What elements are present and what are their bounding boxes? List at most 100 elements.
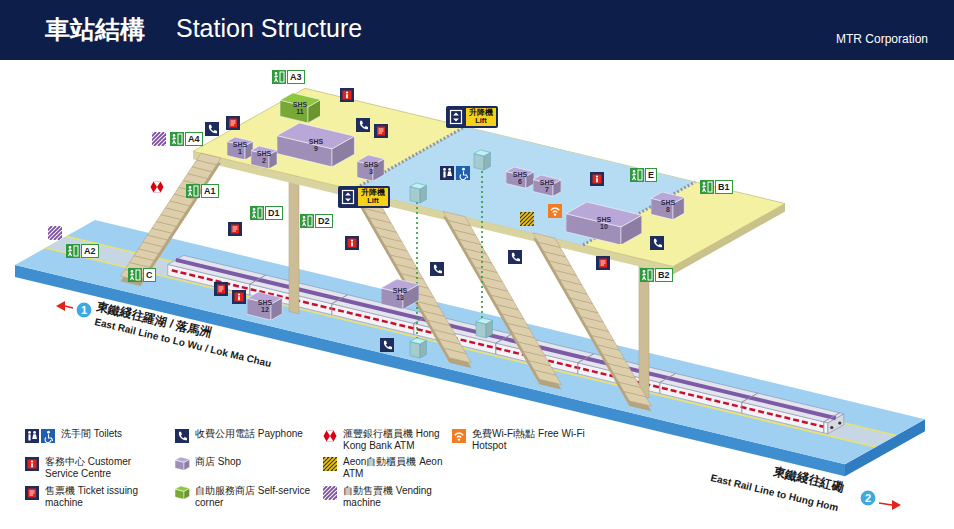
icon-part [74, 246, 78, 256]
icon-part [377, 127, 385, 136]
exit-letter: D2 [318, 215, 330, 227]
legend-item: 自助服務商店 Self-service corner [195, 485, 315, 508]
icon-part [229, 119, 237, 128]
legend-text: 售票機 Ticket issuing machine [45, 485, 165, 508]
phone-icon [508, 250, 522, 264]
icon-part [219, 287, 224, 291]
icon-part [275, 72, 278, 75]
icon-stripes [323, 457, 337, 471]
icon-part [448, 168, 451, 171]
icon-part [346, 92, 348, 94]
icon-part [384, 341, 392, 349]
shop-block: SHS 2 [251, 146, 277, 169]
icon-part [231, 121, 236, 125]
icon-part [596, 178, 598, 182]
escalator-step [439, 339, 461, 344]
shop-label: SHS 6 [513, 171, 527, 186]
csc-icon [345, 236, 359, 250]
icon-part [300, 214, 314, 228]
icon-part [150, 180, 164, 194]
lift-sign: 升降機 Lift [446, 106, 498, 128]
icon-part [31, 461, 33, 463]
icon-part [162, 132, 166, 146]
icon-part [351, 242, 353, 246]
escalator-step [396, 264, 418, 269]
icon-part [380, 338, 394, 352]
icon-part [250, 206, 264, 220]
ticket-icon [374, 124, 388, 138]
escalator-step [448, 221, 470, 226]
icon-stripes [48, 226, 62, 240]
icon-part [130, 273, 134, 280]
legend-swatch [175, 457, 190, 470]
vending-icon [34, 226, 88, 240]
icon-part [348, 239, 357, 248]
icon-part [28, 489, 36, 498]
escalator-step [613, 373, 635, 378]
train-car-joint [331, 304, 332, 315]
escalator-step [507, 323, 529, 328]
shop-front [280, 100, 308, 123]
escalator-step [581, 317, 603, 322]
icon-part [33, 431, 36, 434]
icon-part [233, 227, 238, 231]
icon-part [632, 173, 636, 180]
escalator-step [608, 364, 630, 369]
shop-block: SHS 12 [247, 292, 282, 320]
icon-part [226, 116, 240, 130]
icon-part [379, 129, 384, 133]
lift-shaft-line [481, 166, 483, 318]
shop-label: SHS 1 [233, 141, 247, 156]
station-drawing [15, 88, 925, 476]
train-car-joint [823, 422, 824, 433]
icon-part [151, 182, 164, 193]
escalator-step [165, 208, 185, 213]
phone-icon [430, 262, 444, 276]
train-roof [168, 255, 844, 422]
exit-tag: E [645, 168, 657, 182]
line-number-box: 1 [76, 302, 92, 318]
escalator-step [603, 354, 625, 359]
exit-icon [170, 132, 184, 146]
icon-part [554, 213, 556, 215]
shop-block: SHS 10 [566, 202, 642, 245]
exit-letter: A3 [290, 71, 302, 83]
icon-part [596, 176, 598, 178]
exit-icon [128, 268, 142, 282]
escalator-step [549, 261, 571, 266]
exit-tag: A3 [287, 70, 305, 84]
icon-part [49, 434, 53, 441]
icon-part [593, 175, 602, 184]
escalator-step [513, 333, 535, 338]
exit-tag: D1 [265, 206, 283, 220]
csc-icon [590, 172, 604, 186]
icon-part [58, 226, 62, 240]
exit-icon [250, 206, 264, 220]
shop-block: SHS 11 [280, 93, 321, 123]
train-car-joint [742, 393, 758, 402]
escalator-step [592, 336, 614, 341]
icon-part [443, 171, 445, 177]
icon-part [25, 429, 39, 443]
exit-icon [272, 70, 286, 84]
legend-text: 免費Wi-Fi熱點 Free Wi-Fi Hotspot [472, 428, 612, 451]
escalator-step [454, 230, 476, 235]
direction-arrow [56, 301, 65, 311]
direction-arrow [892, 500, 901, 510]
wifi-icon [452, 429, 466, 443]
shop-label: SHS 11 [293, 101, 307, 116]
exit-tag: C [143, 268, 156, 282]
escalator-step [134, 256, 154, 261]
escalator-step [624, 392, 646, 397]
icon-part [642, 273, 646, 280]
lift-cube-front [410, 187, 420, 203]
train-headlight [838, 421, 841, 424]
escalator-step [390, 255, 412, 260]
icon-part [179, 432, 187, 440]
icon-part [374, 124, 388, 138]
icon-part [68, 249, 72, 256]
lift-shaft-line [416, 197, 418, 338]
icon-part [30, 491, 35, 495]
legend-text: 自助服務商店 Self-service corner [195, 485, 315, 508]
